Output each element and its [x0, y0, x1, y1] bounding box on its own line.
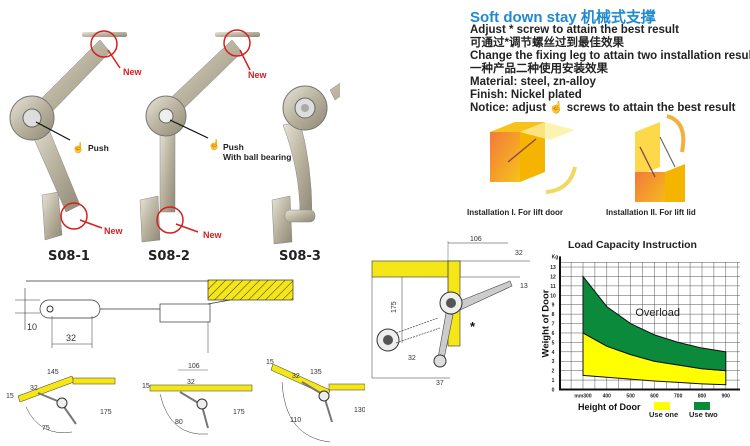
new-highlight-circle [60, 202, 88, 230]
y-tick-label: 4 [552, 350, 555, 356]
y-tick-label: 0 [552, 388, 555, 394]
installation-1-label: Installation I. For lift door [467, 208, 563, 217]
y-tick-label: 9 [552, 303, 555, 309]
model-label-s08-2: S08-2 [148, 249, 190, 264]
y-tick-label: 2 [552, 369, 555, 375]
dimension-label: 32 [66, 333, 76, 343]
installation-illustrations [490, 114, 686, 202]
info-line: 一种产品二种使用安装效果 [470, 63, 608, 75]
new-label: New [104, 226, 123, 236]
dimension-label: 130 [354, 407, 365, 414]
dimension-label: 106 [470, 236, 482, 243]
product-s08-1-image: ☝ [9, 30, 127, 241]
product-illustrations: ☝ ☝ [9, 29, 340, 245]
legend-swatch-use-one [654, 402, 670, 410]
info-line: 可通过*调节螺丝过到最佳效果 [470, 37, 624, 49]
y-tick-label: 1 [552, 378, 555, 384]
notice-suffix: screws to attain the best result [566, 102, 736, 114]
legend-swatch-use-two [694, 402, 710, 410]
legend-label-use-one: Use one [649, 410, 679, 419]
dimension-label: 15 [266, 359, 274, 366]
info-line: Finish: Nickel plated [470, 89, 582, 101]
y-tick-label: 7 [552, 322, 555, 328]
dimension-label: 175 [391, 301, 398, 313]
dimension-label: 32 [515, 250, 523, 257]
product-title: Soft down stay 机械式支撑 [470, 9, 656, 26]
dimension-label: 32 [187, 379, 195, 386]
opening-angle-drawings: 145 32 175 75 15 106 32 175 80 15 13 [6, 359, 365, 443]
installation-2-label: Installation II. For lift lid [606, 208, 696, 217]
side-view-drawing: 10 32 [15, 279, 294, 353]
area-use-two [582, 275, 727, 372]
y-unit-label: Kg [552, 254, 559, 260]
y-tick-label: 8 [552, 312, 555, 318]
dimension-label: 15 [6, 393, 14, 400]
dimension-label: 15 [142, 383, 150, 390]
product-s08-3-image [271, 82, 340, 245]
product-s08-2-image: ☝ [139, 29, 260, 243]
dimension-label: 32 [292, 373, 300, 380]
pointing-hand-icon: ☝ [208, 138, 220, 151]
dimension-label: 13 [520, 283, 528, 290]
dimension-label: 175 [233, 409, 245, 416]
push-label: Push [223, 142, 244, 152]
dimension-label: 110 [290, 417, 301, 424]
y-tick-label: 10 [550, 293, 556, 299]
main-installation-drawing: 106 32 13 175 32 37 * [371, 236, 530, 387]
opening-drawing-1: 145 32 175 75 15 [6, 369, 116, 433]
y-tick-label: 6 [552, 331, 555, 337]
dimension-label: 106 [188, 363, 200, 370]
x-tick-label: 900 [722, 394, 731, 400]
new-label: New [123, 67, 142, 77]
new-label: New [203, 230, 222, 240]
pointing-hand-icon: ☝ [72, 141, 84, 154]
push-label: Push [88, 143, 109, 153]
model-label-s08-1: S08-1 [48, 249, 90, 264]
adjust-screw-marker: * [470, 319, 476, 334]
new-label: New [248, 70, 267, 80]
x-tick-label: 500 [626, 394, 635, 400]
dimension-label: 32 [30, 385, 38, 392]
ball-bearing-label: With ball bearing [223, 152, 292, 162]
model-label-s08-3: S08-3 [279, 249, 321, 264]
installation-lift-door-image [490, 122, 577, 194]
y-tick-label: 13 [550, 265, 556, 271]
dimension-label: 10 [27, 322, 37, 332]
legend-label-use-two: Use two [689, 410, 718, 419]
info-line: Adjust * screw to attain the best result [470, 24, 679, 36]
dimension-label: 145 [47, 369, 59, 376]
dimension-label: 37 [436, 380, 444, 387]
info-line: Change the fixing leg to attain two inst… [470, 50, 750, 62]
overload-annotation: Overload [635, 307, 680, 319]
y-tick-label: 3 [552, 359, 555, 365]
y-tick-label: 12 [550, 274, 556, 280]
y-tick-label: 11 [550, 284, 556, 290]
dimension-label: 75 [42, 425, 50, 432]
y-tick-label: 5 [552, 340, 555, 346]
opening-drawing-2: 106 32 175 80 15 [142, 363, 253, 435]
dimension-label: 135 [310, 369, 322, 376]
dimension-label: 175 [100, 409, 112, 416]
new-highlight-circle [90, 30, 118, 58]
chart-x-axis-label: Height of Door [578, 402, 641, 412]
x-tick-label: 700 [674, 394, 683, 400]
dimension-label: 80 [175, 419, 183, 426]
x-tick-label: 400 [603, 394, 612, 400]
x-tick-label: 600 [650, 394, 659, 400]
pointing-hand-icon: ☝ [549, 102, 564, 114]
notice-line: Notice: adjust ☝ screws to attain the be… [470, 102, 736, 115]
new-highlight-circle [223, 29, 251, 57]
x-tick-label: 800 [698, 394, 707, 400]
installation-lift-lid-image [635, 114, 686, 202]
x-tick-label: mm300 [574, 394, 591, 400]
notice-prefix: Notice: adjust [470, 102, 547, 114]
opening-drawing-3: 135 32 130 110 15 [266, 359, 365, 443]
chart-title: Load Capacity Instruction [568, 239, 697, 251]
info-line: Material: steel, zn-alloy [470, 76, 596, 88]
new-highlight-circle [156, 206, 184, 234]
dimension-label: 32 [408, 355, 416, 362]
